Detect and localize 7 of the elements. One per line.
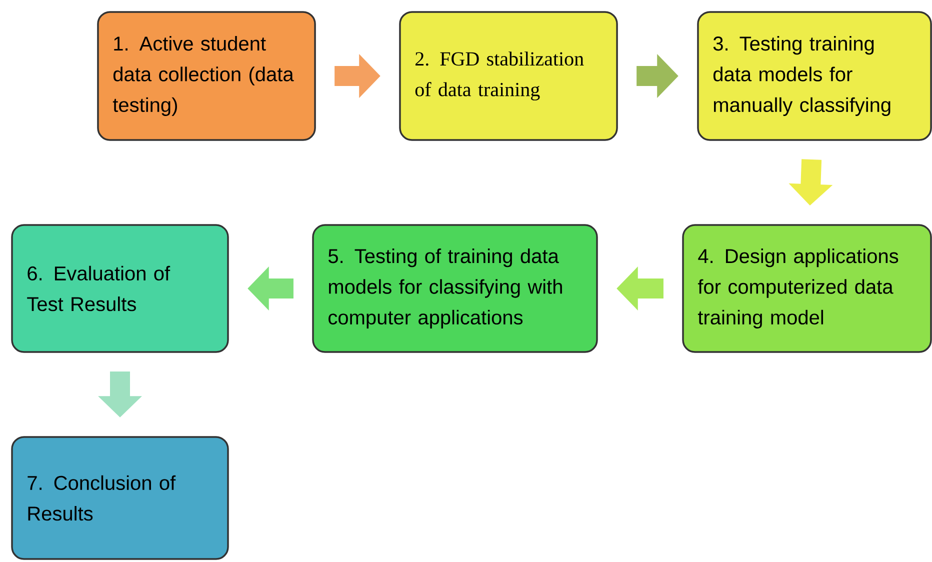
- process-box: 1. Active student data collection (data testing): [97, 11, 316, 141]
- process-box: 5. Testing of training data models for classifying with computer applications: [312, 224, 598, 353]
- process-box: 7. Conclusion of Results: [11, 436, 229, 560]
- process-box: 4. Design applications for computerized data training model: [682, 224, 932, 353]
- process-box: 2. FGD stabilization of data training: [399, 11, 618, 141]
- process-box: 3. Testing training data models for manually classifying: [697, 11, 932, 141]
- process-box: 6. Evaluation of Test Results: [11, 224, 229, 353]
